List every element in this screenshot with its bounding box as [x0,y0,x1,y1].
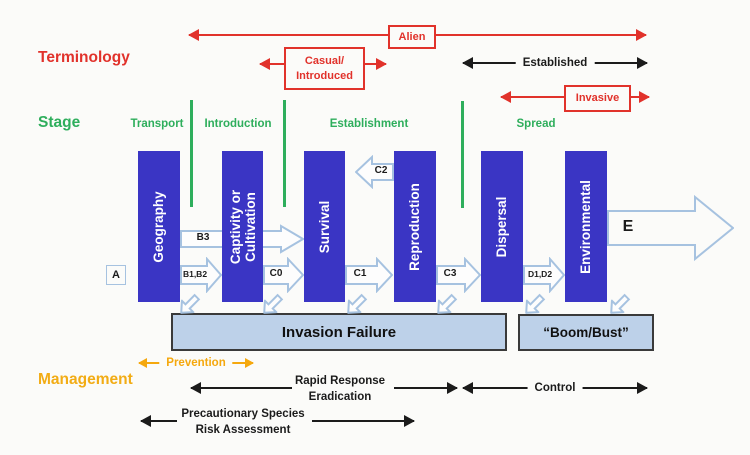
arrow-shaft [394,387,457,389]
arrow-shaft [362,63,386,65]
failure-drop-arrow-icon [431,290,461,320]
bar-label: Reproduction [407,182,423,271]
management-section-label: Management [38,371,133,388]
rapid-response-label: Rapid Response Eradication [294,375,386,404]
transition-e-label: E [622,218,634,235]
block-arrow-right-icon [263,257,304,293]
arrowhead-right-icon [404,415,415,427]
transition-c2-arrow: C2 [355,155,394,189]
established-range-arrow: Established [462,57,648,69]
failure-drop-arrow-icon [257,290,287,320]
arrow-shaft [312,420,414,422]
transition-d12-arrow: D1,D2 [523,257,565,293]
control-range-arrow: Control [462,382,648,394]
transition-a-box: A [106,265,126,285]
block-arrow-right-icon [436,257,481,293]
established-label: Established [515,57,595,69]
transition-c0-label: C0 [269,268,283,279]
transition-a-label: A [112,269,120,281]
arrow-shaft [260,63,284,65]
transition-b12-label: B1,B2 [182,269,208,279]
failure-drop-arrow-icon [174,290,204,320]
stage-divider [190,100,193,207]
arrowhead-right-icon [376,58,387,70]
bar-reproduction: Reproduction [394,151,436,302]
alien-label-box: Alien [388,25,436,49]
stage-establishment-label: Establishment [329,118,409,130]
block-arrow-right-icon [607,194,734,262]
arrow-shaft [141,420,177,422]
rapid-response-right-arrow [393,382,458,394]
casual-introduced-label-box: Casual/ Introduced [284,47,365,90]
stage-introduction-label: Introduction [204,118,272,130]
transition-c2-label: C2 [374,165,388,176]
invasive-label-box: Invasive [564,85,631,112]
alien-label: Alien [398,30,426,43]
arrowhead-left-icon [462,57,473,69]
stage-divider [461,101,464,208]
stage-divider [283,100,286,207]
bar-geography: Geography [138,151,180,302]
arrowhead-right-icon [637,57,648,69]
transition-e-arrow: E [607,193,734,263]
invasive-label: Invasive [575,92,620,105]
arrowhead-left-icon [259,58,270,70]
bar-label: Environmental [578,179,594,274]
transition-c3-arrow: C3 [436,257,481,293]
bar-label: Survival [316,200,332,253]
transition-c1-label: C1 [353,268,367,279]
bar-dispersal: Dispersal [481,151,523,302]
casual-right-arrow [361,58,387,70]
precautionary-label: Precautionary Species Risk Assessment [181,408,305,437]
stage-section-label: Stage [38,114,81,131]
arrow-shaft [191,387,292,389]
precautionary-left-arrow [140,415,178,427]
boom-bust-box: “Boom/Bust” [518,314,654,351]
block-arrow-left-icon [355,155,394,189]
control-label: Control [527,382,583,394]
boom-bust-label: “Boom/Bust” [543,325,629,340]
precautionary-right-arrow [311,415,415,427]
terminology-section-label: Terminology [38,49,130,66]
prevention-range-arrow: Prevention [138,357,254,369]
arrowhead-right-icon [636,29,647,41]
transition-b3-label: B3 [196,232,210,243]
transition-c0-arrow: C0 [263,257,304,293]
arrowhead-right-icon [447,382,458,394]
block-arrow-right-icon [345,257,393,293]
rapid-response-left-arrow [190,382,293,394]
transition-c3-label: C3 [443,268,457,279]
transition-c1-arrow: C1 [345,257,393,293]
failure-drop-arrow-icon [341,290,371,320]
casual-introduced-label: Casual/ Introduced [296,55,353,82]
arrowhead-right-icon [637,382,648,394]
arrowhead-right-icon [639,91,650,103]
bar-label: Geography [151,190,167,263]
block-arrow-right-icon [523,257,565,293]
bar-label: Captivity or Cultivation [227,189,258,264]
failure-drop-arrow-icon [519,290,549,320]
arrowhead-left-icon [140,415,151,427]
arrowhead-left-icon [190,382,201,394]
transition-d12-label: D1,D2 [527,269,553,279]
bar-captivity-cultivation: Captivity or Cultivation [222,151,263,302]
bar-survival: Survival [304,151,345,302]
arrowhead-left-icon [188,29,199,41]
arrowhead-left-icon [462,382,473,394]
bar-environmental: Environmental [565,151,607,302]
block-arrow-right-icon [180,257,222,293]
prevention-label: Prevention [159,357,233,369]
arrowhead-left-icon [138,358,147,368]
bar-label: Dispersal [494,196,510,257]
stage-spread-label: Spread [516,118,556,130]
casual-left-arrow [259,58,285,70]
invasion-failure-box: Invasion Failure [171,313,507,351]
invasion-failure-label: Invasion Failure [281,323,397,341]
arrowhead-right-icon [245,358,254,368]
transition-b12-arrow: B1,B2 [180,257,222,293]
arrowhead-left-icon [500,91,511,103]
stage-transport-label: Transport [130,118,184,130]
failure-drop-arrow-icon [604,290,634,320]
